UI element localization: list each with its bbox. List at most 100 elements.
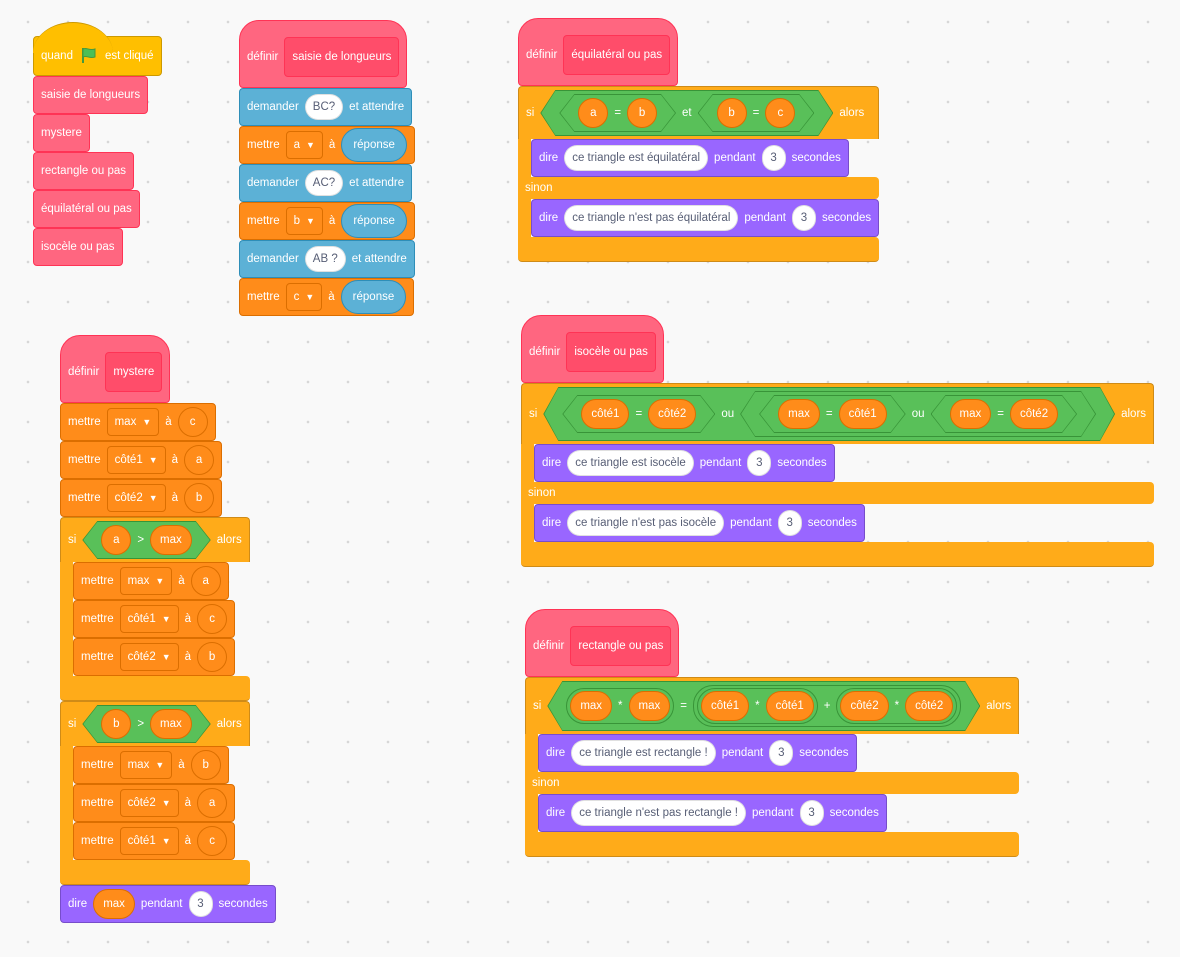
text-input[interactable]: ce triangle est rectangle ! [571,740,716,766]
arithmetic-operator[interactable]: côté2*côté2 [836,688,957,724]
text-input[interactable]: 3 [791,205,816,231]
boolean-operator[interactable]: b=c [698,94,815,132]
variable-reporter[interactable]: côté2 [648,399,696,429]
variable-reporter[interactable]: a [578,98,608,128]
variable-reporter[interactable]: b [190,750,221,780]
variable-reporter[interactable]: b [627,98,657,128]
variable-dropdown[interactable]: b▼ [285,207,323,235]
text-input[interactable]: 3 [777,510,802,536]
arithmetic-operator[interactable]: côté1*côté1+côté2*côté2 [693,685,961,727]
variable-dropdown[interactable]: côté2▼ [106,484,166,512]
variable-reporter[interactable]: a [190,566,221,596]
boolean-operator[interactable]: a=b [559,94,676,132]
text-input[interactable]: ce triangle est isocèle [567,450,694,476]
variable-dropdown[interactable]: côté1▼ [119,605,179,633]
boolean-operator[interactable]: max*max=côté1*côté1+côté2*côté2 [547,681,980,731]
text-input[interactable]: AB ? [304,246,346,272]
variable-reporter[interactable]: côté1 [701,691,749,721]
variable-dropdown[interactable]: côté1▼ [106,446,166,474]
variable-dropdown[interactable]: max▼ [119,751,173,779]
variable-reporter[interactable]: max [93,889,135,919]
boolean-operator[interactable]: côté1=côté2 [562,395,715,433]
text-input[interactable]: BC? [304,94,344,120]
variable-dropdown[interactable]: a▼ [285,131,323,159]
text-input[interactable]: AC? [304,170,344,196]
text-input[interactable]: 3 [747,450,772,476]
custom-block-call[interactable]: saisie de longueurs [33,76,149,114]
text-input[interactable]: ce triangle est équilatéral [564,145,709,171]
variable-dropdown[interactable]: côté1▼ [119,827,179,855]
variable-reporter[interactable]: côté1 [581,399,629,429]
variable-reporter[interactable]: a [101,525,131,555]
boolean-operator[interactable]: max=côté1 [759,395,906,433]
text-input[interactable]: 3 [769,740,794,766]
variable-reporter[interactable]: max [778,399,820,429]
variable-reporter[interactable]: b [717,98,747,128]
text-input[interactable]: 3 [188,891,213,917]
text-input[interactable]: ce triangle n'est pas équilatéral [564,205,739,231]
variable-reporter[interactable]: max [150,709,192,739]
variable-reporter[interactable]: c [197,826,228,856]
text-input[interactable]: 3 [761,145,786,171]
answer-reporter[interactable]: réponse [341,204,407,238]
answer-reporter[interactable]: réponse [341,128,407,162]
boolean-operator[interactable]: b>max [82,705,210,743]
text-input[interactable]: ce triangle n'est pas rectangle ! [571,800,747,826]
variable-dropdown[interactable]: côté2▼ [119,789,179,817]
variable-dropdown[interactable]: max▼ [106,408,160,436]
variable-reporter[interactable]: max [950,399,992,429]
variable-dropdown[interactable]: max▼ [119,567,173,595]
variable-reporter[interactable]: c [765,98,795,128]
text-input[interactable]: 3 [799,800,824,826]
variable-reporter[interactable]: côté2 [905,691,953,721]
custom-block-call[interactable]: rectangle ou pas [33,152,135,190]
variable-reporter[interactable]: côté1 [839,399,887,429]
variable-reporter[interactable]: b [184,483,215,513]
variable-reporter[interactable]: b [197,642,228,672]
variable-reporter[interactable]: côté2 [1010,399,1058,429]
answer-reporter[interactable]: réponse [340,280,407,314]
variable-reporter[interactable]: b [101,709,131,739]
variable-reporter[interactable]: max [150,525,192,555]
variable-reporter[interactable]: a [197,788,228,818]
variable-reporter[interactable]: max [629,691,671,721]
boolean-operator[interactable]: max=côté2 [931,395,1078,433]
variable-dropdown[interactable]: côté2▼ [119,643,179,671]
custom-block-call[interactable]: mystere [33,114,90,152]
arithmetic-operator[interactable]: max*max [566,688,674,724]
variable-reporter[interactable]: max [570,691,612,721]
